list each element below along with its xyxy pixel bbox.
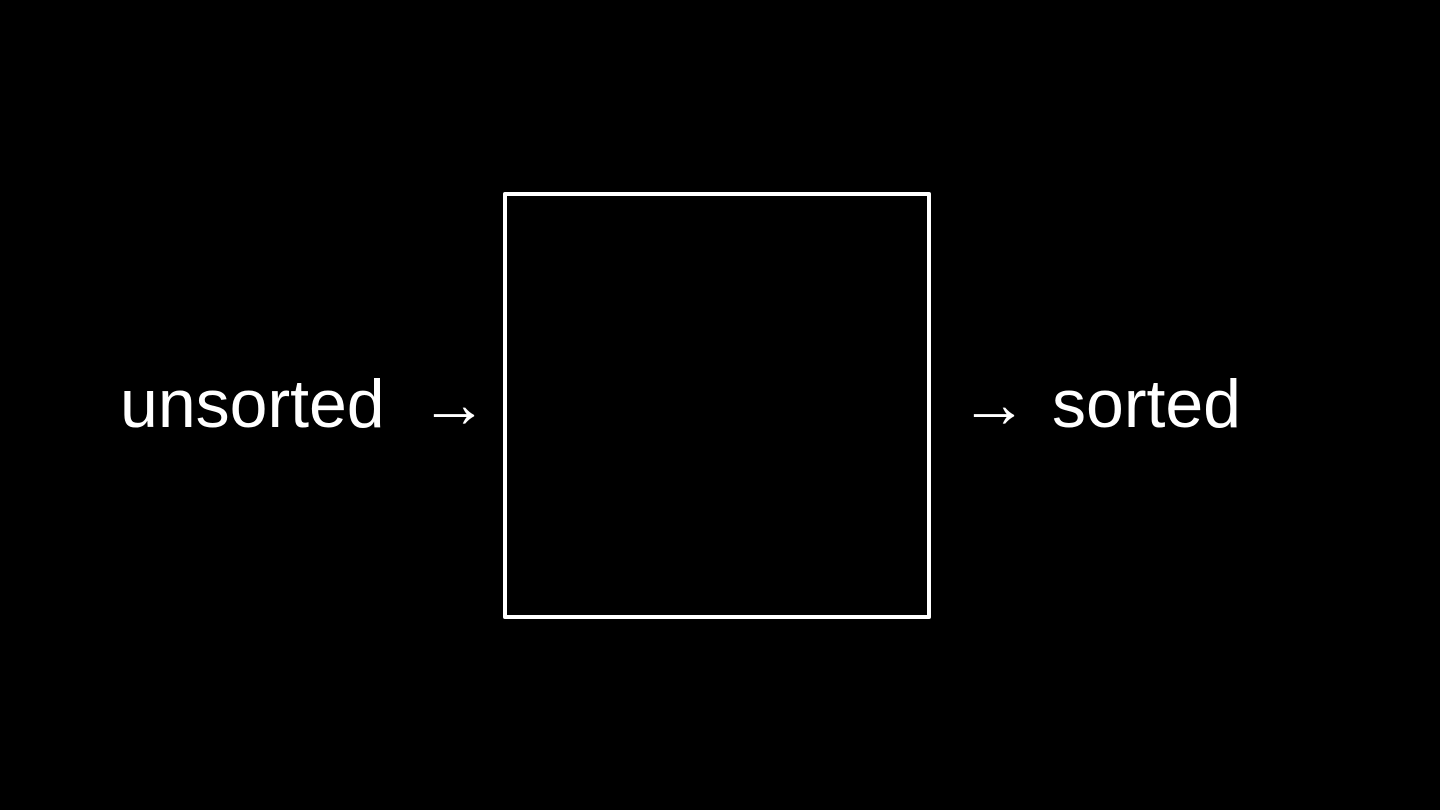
process-box [503,192,931,619]
input-label: unsorted [120,366,385,442]
output-arrow-icon: → [960,366,1028,442]
output-label: sorted [1052,366,1241,442]
input-arrow-icon: → [420,366,488,442]
